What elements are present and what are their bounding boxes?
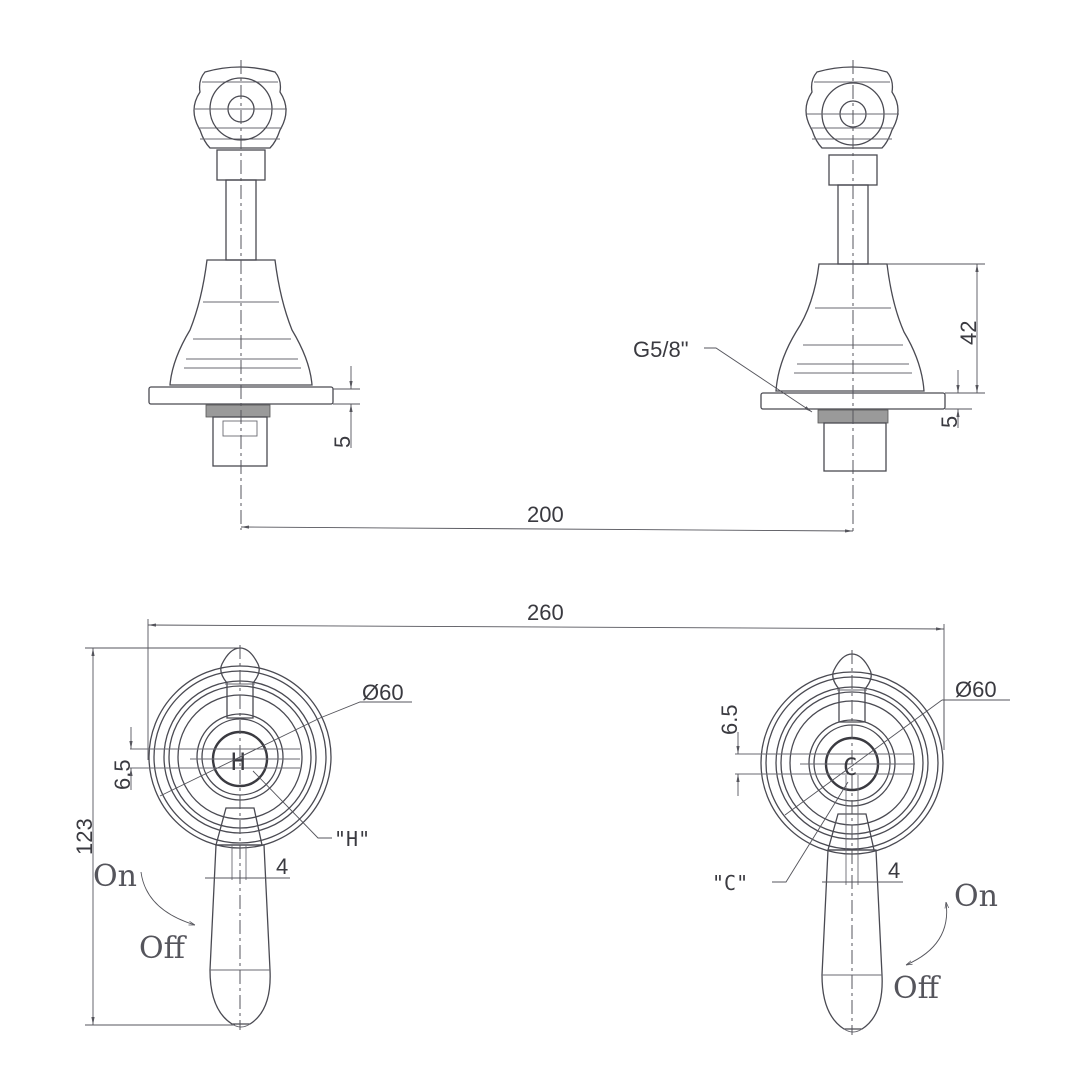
overall-height-dimension: 123 bbox=[72, 647, 240, 1026]
hot-on-label: On bbox=[93, 859, 137, 894]
cold-diameter-label: Ø60 bbox=[955, 677, 997, 702]
hot-rotation-arrow bbox=[140, 871, 195, 926]
right-flange-dimension: 5 bbox=[937, 370, 972, 428]
left-side-view: 5 bbox=[148, 60, 360, 530]
cold-front-view: C Ø60 6.5 "C" 4 On Off bbox=[712, 650, 1010, 1035]
body-height-dimension: 42 bbox=[887, 263, 985, 394]
cold-rotation-arrow bbox=[906, 902, 947, 965]
cold-off-label: Off bbox=[893, 971, 942, 1006]
hot-off-label: Off bbox=[139, 931, 188, 966]
left-flange-thickness-label: 5 bbox=[330, 436, 355, 448]
centre-distance-dimension: 200 bbox=[240, 502, 854, 533]
cold-offset-label: 6.5 bbox=[717, 704, 742, 735]
hot-lever-width-label: 4 bbox=[276, 854, 288, 879]
right-side-view: 42 5 G5/8" bbox=[633, 60, 985, 535]
overall-width-dimension: 260 bbox=[147, 600, 945, 760]
left-flange-dimension: 5 bbox=[330, 366, 360, 448]
spindle bbox=[823, 422, 887, 472]
spindle bbox=[212, 416, 268, 467]
hot-diameter-label: Ø60 bbox=[362, 680, 404, 705]
cold-cap-callout: "C" bbox=[712, 871, 748, 895]
hot-cap-callout: "H" bbox=[334, 827, 370, 851]
cold-on-label: On bbox=[954, 879, 998, 914]
thread-callout: G5/8" bbox=[633, 337, 813, 413]
hot-front-view: H Ø60 6.5 "H" 4 On Off bbox=[93, 645, 412, 1030]
hot-top-knob bbox=[220, 647, 260, 719]
thread-spec-label: G5/8" bbox=[633, 337, 689, 362]
thread bbox=[205, 404, 271, 418]
overall-height-label: 123 bbox=[72, 818, 97, 855]
centre-distance-label: 200 bbox=[527, 502, 564, 527]
cold-lever-width-label: 4 bbox=[888, 858, 900, 883]
right-flange-thickness-label: 5 bbox=[937, 416, 962, 428]
hot-offset-label: 6.5 bbox=[110, 759, 135, 790]
body-height-label: 42 bbox=[956, 321, 981, 345]
cold-top-knob bbox=[832, 653, 872, 723]
bell-body bbox=[169, 259, 313, 386]
bell-body bbox=[775, 263, 925, 392]
overall-width-label: 260 bbox=[527, 600, 564, 625]
hot-cap-letter: H bbox=[231, 748, 245, 776]
